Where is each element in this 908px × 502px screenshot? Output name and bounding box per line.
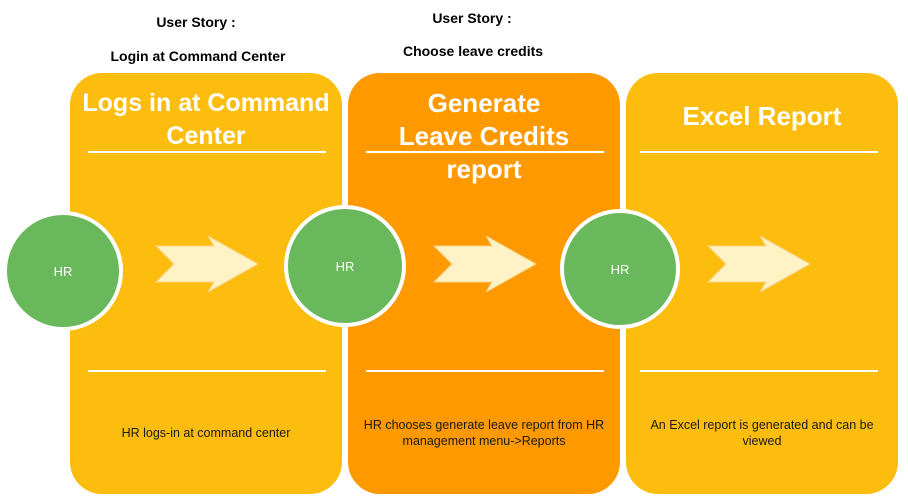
hr-actor-2: HR — [284, 205, 406, 327]
story-2-subheading: Choose leave credits — [402, 43, 544, 59]
story-1-subheading: Login at Command Center — [110, 48, 286, 64]
panel-generate-report-bottom-divider — [366, 370, 604, 372]
hr-actor-1: HR — [3, 211, 123, 331]
panel-excel-report-description: An Excel report is generated and can be … — [650, 418, 874, 448]
panel-generate-report-description: HR chooses generate leave report from HR… — [363, 418, 605, 448]
panel-excel-report-top-divider — [640, 151, 878, 153]
panel-excel-report-title: Excel Report — [682, 101, 842, 131]
panel-excel-report-bottom-divider — [640, 370, 878, 372]
story-1-heading: User Story : — [156, 14, 236, 30]
hr-actor-2-label: HR — [335, 258, 355, 274]
panel-login-bottom-divider — [88, 370, 326, 372]
hr-actor-3: HR — [560, 209, 680, 329]
hr-actor-3-label: HR — [610, 261, 630, 277]
panel-generate-report-top-divider — [366, 151, 604, 153]
flow-arrow-3-icon — [706, 236, 812, 292]
panel-excel-report: Excel Report An Excel report is generate… — [626, 73, 898, 494]
hr-actor-1-label: HR — [53, 263, 73, 279]
flow-arrow-1-icon — [154, 236, 260, 292]
panel-login-top-divider — [88, 151, 326, 153]
panel-login-title: Logs in at Command Center — [82, 89, 330, 150]
flow-arrow-2-icon — [432, 236, 538, 292]
story-2-heading: User Story : — [432, 10, 512, 26]
panel-generate-report-title: Generate Leave Credits report — [398, 88, 570, 184]
panel-login-description: HR logs-in at command center — [121, 426, 291, 440]
